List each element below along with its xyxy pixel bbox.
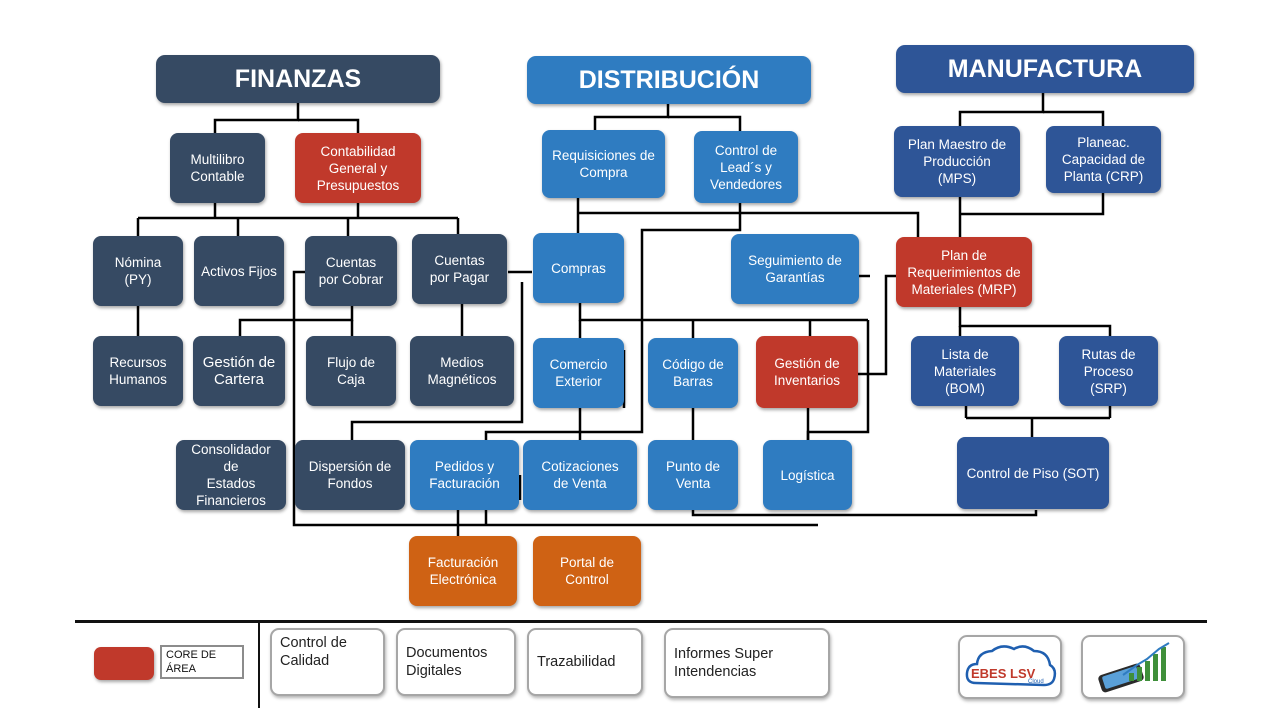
module-portal-control[interactable]: Portal de Control xyxy=(533,536,641,606)
module-gestion-cartera[interactable]: Gestión de Cartera xyxy=(193,336,285,406)
cloud-logo-icon: EBES LSV Cloud xyxy=(965,645,1057,687)
module-medios-magneticos[interactable]: Medios Magnéticos xyxy=(410,336,514,406)
module-multilibro-contable[interactable]: Multilibro Contable xyxy=(170,133,265,203)
module-codigo-barras[interactable]: Código de Barras xyxy=(648,338,738,408)
module-logistica[interactable]: Logística xyxy=(763,440,852,510)
module-planeacion-capacidad[interactable]: Planeac. Capacidad de Planta (CRP) xyxy=(1046,126,1161,193)
module-cotizaciones-venta[interactable]: Cotizaciones de Venta xyxy=(523,440,637,510)
mobile-chart-box xyxy=(1081,635,1185,699)
legend-core-swatch xyxy=(94,647,154,680)
module-control-piso[interactable]: Control de Piso (SOT) xyxy=(957,437,1109,509)
module-recursos-humanos[interactable]: Recursos Humanos xyxy=(93,336,183,406)
module-dispersion-fondos[interactable]: Dispersión de Fondos xyxy=(295,440,405,510)
module-flujo-caja[interactable]: Flujo de Caja xyxy=(306,336,396,406)
module-facturacion-electronica[interactable]: Facturación Electrónica xyxy=(409,536,517,606)
module-compras[interactable]: Compras xyxy=(533,233,624,303)
module-activos-fijos[interactable]: Activos Fijos xyxy=(194,236,284,306)
logo-subtext: Cloud xyxy=(1028,679,1044,685)
module-cuentas-por-pagar[interactable]: Cuentas por Pagar xyxy=(412,234,507,304)
module-nomina[interactable]: Nómina (PY) xyxy=(93,236,183,306)
module-plan-requerimientos-materiales[interactable]: Plan de Requerimientos de Materiales (MR… xyxy=(896,237,1032,307)
module-comercio-exterior[interactable]: Comercio Exterior xyxy=(533,338,624,408)
legend-core-label: CORE DE ÁREA xyxy=(160,645,244,679)
cloud-logo-box: EBES LSV Cloud xyxy=(958,635,1062,699)
smartphone-chart-icon xyxy=(1098,642,1170,693)
module-contabilidad-general[interactable]: Contabilidad General y Presupuestos xyxy=(295,133,421,203)
distribucion-header: DISTRIBUCIÓN xyxy=(527,56,811,104)
module-seguimiento-garantias[interactable]: Seguimiento de Garantías xyxy=(731,234,859,304)
logo-text: EBES LSV xyxy=(971,666,1036,681)
module-rutas-proceso[interactable]: Rutas de Proceso (SRP) xyxy=(1059,336,1158,406)
module-cuentas-por-cobrar[interactable]: Cuentas por Cobrar xyxy=(305,236,397,306)
module-requisiciones-compra[interactable]: Requisiciones de Compra xyxy=(542,130,665,198)
footer-vertical-divider xyxy=(258,622,260,708)
module-consolidador-estados[interactable]: Consolidador de Estados Financieros xyxy=(176,440,286,510)
module-punto-venta[interactable]: Punto de Venta xyxy=(648,440,738,510)
footer-divider xyxy=(75,620,1207,623)
manufactura-header: MANUFACTURA xyxy=(896,45,1194,93)
module-pedidos-facturacion[interactable]: Pedidos y Facturación xyxy=(410,440,519,510)
module-trazabilidad[interactable]: Trazabilidad xyxy=(527,628,643,696)
module-gestion-inventarios[interactable]: Gestión de Inventarios xyxy=(756,336,858,408)
module-informes-super-intendencias[interactable]: Informes Super Intendencias xyxy=(664,628,830,698)
module-plan-maestro-produccion[interactable]: Plan Maestro de Producción (MPS) xyxy=(894,126,1020,197)
module-documentos-digitales[interactable]: Documentos Digitales xyxy=(396,628,516,696)
finanzas-header: FINANZAS xyxy=(156,55,440,103)
module-control-leads[interactable]: Control de Lead´s y Vendedores xyxy=(694,131,798,203)
module-lista-materiales[interactable]: Lista de Materiales (BOM) xyxy=(911,336,1019,406)
module-control-calidad[interactable]: Control de Calidad xyxy=(270,628,385,696)
